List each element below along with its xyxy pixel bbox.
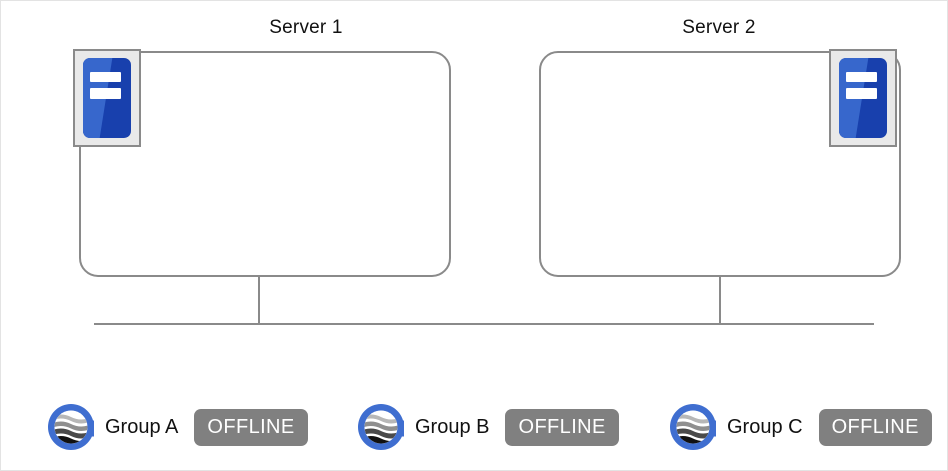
group-label: Group A xyxy=(105,415,179,438)
server-slot-bar xyxy=(89,71,122,82)
group-label: Group C xyxy=(727,415,803,438)
server-1-connector-line xyxy=(258,277,260,324)
group-globe-logo-icon xyxy=(670,404,716,450)
server-device-icon[interactable] xyxy=(829,49,897,147)
server-slot-bar xyxy=(845,71,878,82)
server-2-connector-line xyxy=(719,277,721,324)
server-chassis xyxy=(83,58,131,138)
group-globe-logo-icon xyxy=(358,404,404,450)
group-item[interactable]: Group A OFFLINE xyxy=(45,397,308,457)
server-device-icon[interactable] xyxy=(73,49,141,147)
server-1-container[interactable] xyxy=(79,51,451,277)
status-badge[interactable]: OFFLINE xyxy=(818,408,932,446)
server-slot-bar xyxy=(845,88,878,99)
status-badge[interactable]: OFFLINE xyxy=(194,408,308,446)
status-badge[interactable]: OFFLINE xyxy=(505,408,619,446)
server-2-title: Server 2 xyxy=(682,17,756,38)
group-status-row: Group A OFFLINE Group B OFFLINE xyxy=(1,397,947,457)
group-item[interactable]: Group C OFFLINE xyxy=(667,397,932,457)
group-item[interactable]: Group B OFFLINE xyxy=(355,397,619,457)
group-globe-logo-icon xyxy=(48,404,94,450)
server-chassis xyxy=(839,58,887,138)
server-1-title: Server 1 xyxy=(269,17,343,38)
server-slot-bar xyxy=(89,88,122,99)
group-label: Group B xyxy=(415,415,490,438)
shared-bus-line xyxy=(94,323,874,325)
